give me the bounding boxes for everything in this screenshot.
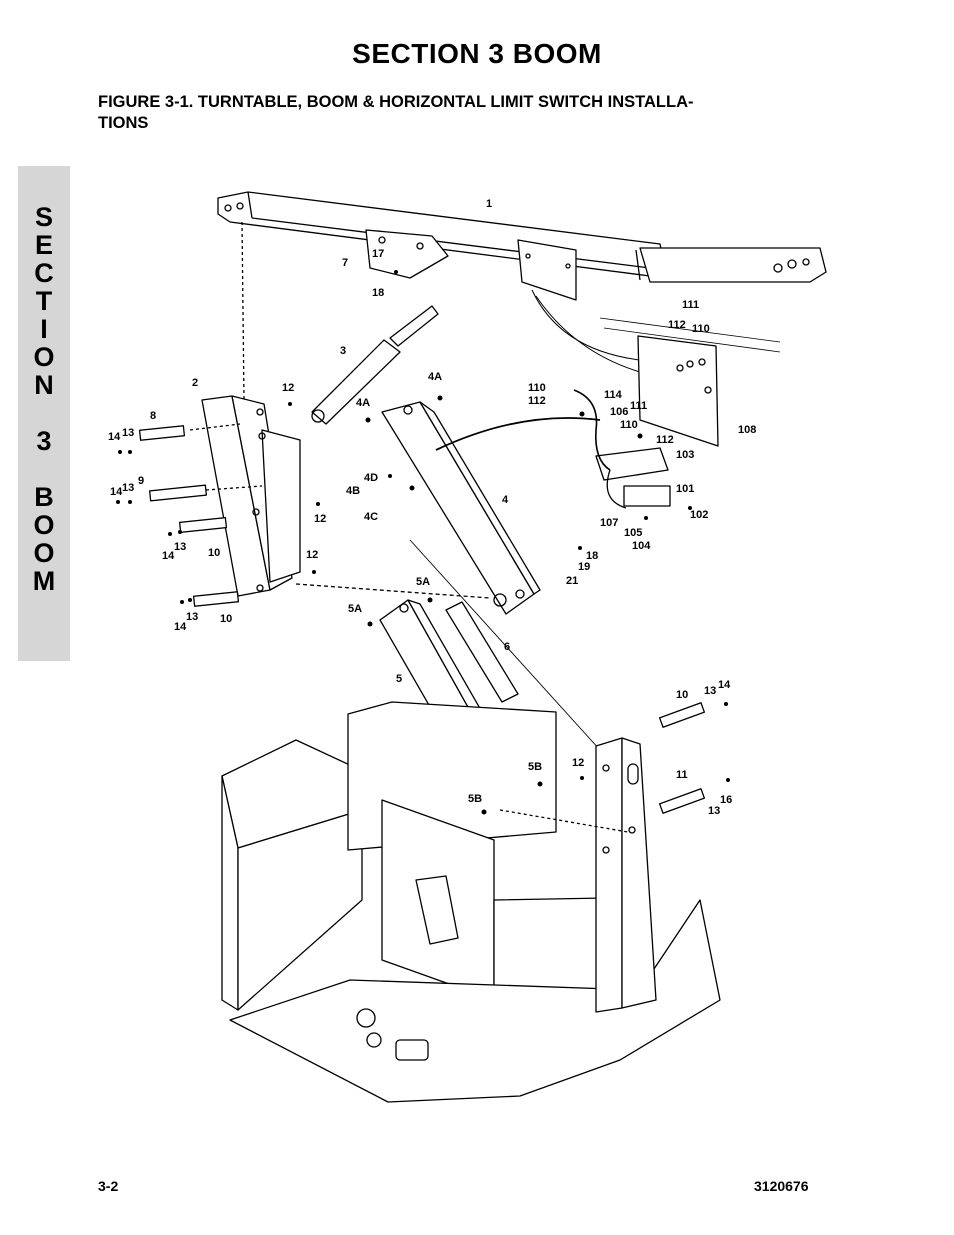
page-number: 3-2 [98,1178,119,1194]
side-tab-letter: S [34,202,53,232]
callout-110: 110 [620,419,638,431]
callout-5b: 5B [468,793,482,805]
callout-10: 10 [208,547,220,559]
callout-13: 13 [122,427,134,439]
callout-3: 3 [340,345,346,357]
callout-4: 4 [502,494,509,506]
callout-14: 14 [718,679,731,691]
callout-4b: 4B [346,485,360,497]
right-upright [595,737,657,1013]
callout-14: 14 [108,431,121,443]
callout-12: 12 [306,549,318,561]
callout-10: 10 [676,689,688,701]
callout-9: 9 [138,475,144,487]
left-upright [201,395,301,597]
callout-110: 110 [528,382,546,394]
callout-102: 102 [690,509,708,521]
callout-111: 111 [682,299,699,311]
side-tab-letter: O [33,510,55,540]
side-tab-letter: N [34,370,54,400]
callout-112: 112 [668,319,686,331]
callout-12: 12 [282,382,294,394]
callout-7: 7 [342,257,348,269]
callout-8: 8 [150,410,156,422]
document-number: 3120676 [754,1178,809,1194]
callout-13: 13 [708,805,720,817]
callout-12: 12 [314,513,326,525]
side-tab-letter: O [33,342,55,372]
callout-14: 14 [110,486,123,498]
side-tab-letter: M [32,566,56,596]
callout-14: 14 [162,550,175,562]
callout-19: 19 [578,561,590,573]
side-tab-letter: T [35,286,53,316]
callout-4c: 4C [364,511,378,523]
callout-18: 18 [586,550,598,562]
callout-114: 114 [604,389,623,401]
side-tab-letter: I [40,314,48,344]
callout-5a: 5A [416,576,430,588]
side-tab-letter: C [34,258,54,288]
boom-assembly [217,191,827,301]
callout-12: 12 [572,757,584,769]
turntable-base [221,701,721,1103]
section-side-tab: S E C T I O N 3 B O O M [18,166,70,661]
side-tab-letter: 3 [36,426,52,456]
callout-112: 112 [528,395,546,407]
callout-112: 112 [656,434,674,446]
callout-4a: 4A [428,371,442,383]
callout-6: 6 [504,641,510,653]
callout-13: 13 [186,611,198,623]
callout-5: 5 [396,673,402,685]
callout-14: 14 [174,621,187,633]
limit-switch-plate [637,335,719,447]
callout-13: 13 [174,541,186,553]
figure-title: FIGURE 3-1. TURNTABLE, BOOM & HORIZONTAL… [98,92,798,134]
figure-title-line-1: FIGURE 3-1. TURNTABLE, BOOM & HORIZONTAL… [98,93,694,111]
callout-4a: 4A [356,397,370,409]
callout-16: 16 [720,794,732,806]
callout-17: 17 [372,248,384,260]
callout-108: 108 [738,424,756,436]
callout-21: 21 [566,575,578,587]
callout-110: 110 [692,323,710,335]
section-title: SECTION 3 BOOM [352,38,602,69]
callout-18: 18 [372,287,384,299]
side-tab-letter: E [34,230,53,260]
callout-1: 1 [486,198,492,210]
callout-labels: 1 7 17 18 111 112 110 3 4A 2 12 4A 110 1… [108,198,756,817]
callout-5a: 5A [348,603,362,615]
callout-107: 107 [600,517,618,529]
callout-4d: 4D [364,472,378,484]
callout-10: 10 [220,613,232,625]
callout-111: 111 [630,400,647,412]
callout-5b: 5B [528,761,542,773]
callout-105: 105 [624,527,642,539]
callout-104: 104 [632,540,651,552]
figure-title-line-2: TIONS [98,114,149,132]
callout-101: 101 [676,483,694,495]
lift-cylinder [445,601,519,703]
callout-2: 2 [192,377,198,389]
callout-13: 13 [704,685,716,697]
callout-13: 13 [122,482,134,494]
side-tab-letter: O [33,538,55,568]
callout-11: 11 [676,769,688,781]
callout-106: 106 [610,406,628,418]
callout-103: 103 [676,449,694,461]
side-tab-letter: B [34,482,54,512]
upper-lift-arm [381,401,541,615]
